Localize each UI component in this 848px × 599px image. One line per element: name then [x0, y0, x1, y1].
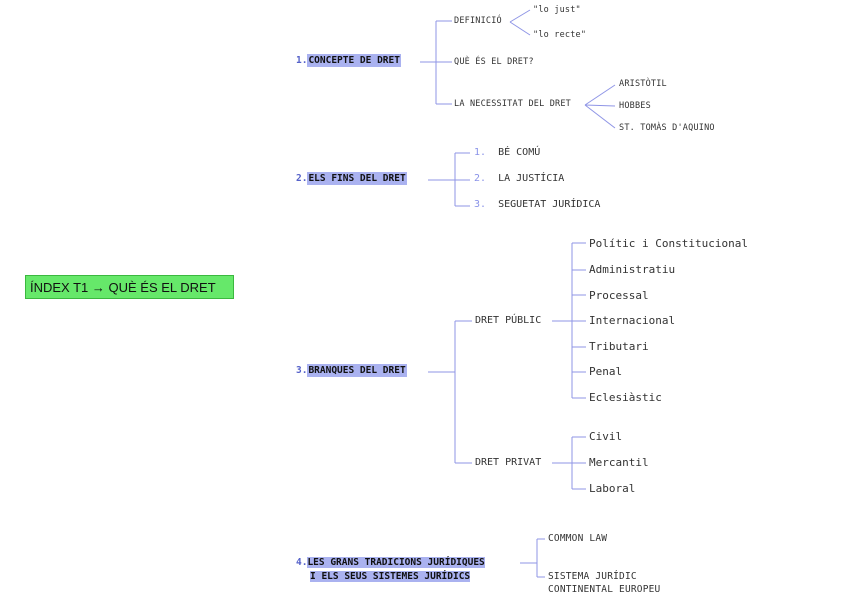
section-2-heading: 2.ELS FINS DEL DRET — [296, 172, 407, 185]
branca-eclesiastic: Eclesiàstic — [589, 391, 662, 404]
common-law-node: COMMON LAW — [548, 533, 608, 544]
sistema-juridic-line1: SISTEMA JURÍDIC — [548, 571, 637, 582]
que-es-el-dret-node: QUÈ ÉS EL DRET? — [454, 57, 534, 67]
section-3-heading: 3.BRANQUES DEL DRET — [296, 364, 407, 377]
dret-privat-node: DRET PRIVAT — [475, 457, 542, 468]
section-2-number: 2. — [296, 173, 308, 184]
branca-penal: Penal — [589, 365, 623, 378]
dret-public-node: DRET PÚBLIC — [475, 315, 542, 326]
branca-internacional: Internacional — [589, 314, 676, 327]
branca-tributari: Tributari — [589, 340, 649, 353]
root-node: ÍNDEX T1 → QUÈ ÉS EL DRET — [25, 275, 234, 299]
fi-2-number: 2. — [474, 173, 487, 184]
branca-civil: Civil — [589, 430, 623, 443]
branca-administratiu: Administratiu — [589, 263, 676, 276]
section-4-number: 4. — [296, 557, 308, 568]
necessitat-node: LA NECESSITAT DEL DRET — [454, 99, 571, 109]
fi-be-comu: 1. BÉ COMÚ — [474, 148, 540, 158]
hobbes-node: HOBBES — [619, 101, 651, 111]
branca-politic: Polític i Constitucional — [589, 237, 748, 250]
section-3-number: 3. — [296, 365, 308, 376]
section-1-heading: 1.CONCEPTE DE DRET — [296, 54, 401, 67]
section-4-title-line1: LES GRANS TRADICIONS JURÍDIQUES — [307, 557, 485, 568]
section-4-heading: 4.LES GRANS TRADICIONS JURÍDIQUES — [296, 557, 485, 568]
section-1-title: CONCEPTE DE DRET — [307, 54, 401, 67]
section-4-title-line2: I ELS SEUS SISTEMES JURÍDICS — [310, 571, 471, 582]
lo-recte-node: "lo recte" — [533, 30, 587, 40]
fi-2-label: LA JUSTÍCIA — [498, 173, 565, 184]
branca-mercantil: Mercantil — [589, 456, 649, 469]
fi-justicia: 2. LA JUSTÍCIA — [474, 174, 564, 184]
section-1-number: 1. — [296, 55, 308, 66]
fi-seguretat: 3. SEGUETAT JURÍDICA — [474, 200, 600, 210]
aristotil-node: ARISTÒTIL — [619, 79, 667, 89]
section-3-title: BRANQUES DEL DRET — [307, 364, 407, 377]
fi-1-number: 1. — [474, 147, 487, 158]
branca-processal: Processal — [589, 289, 649, 302]
tomas-aquino-node: ST. TOMÀS D'AQUINO — [619, 123, 715, 133]
fi-3-number: 3. — [474, 199, 487, 210]
branca-laboral: Laboral — [589, 482, 636, 495]
section-4-title-line2-wrap: I ELS SEUS SISTEMES JURÍDICS — [310, 571, 471, 582]
fi-3-label: SEGUETAT JURÍDICA — [498, 199, 601, 210]
fi-1-label: BÉ COMÚ — [498, 147, 541, 158]
section-2-title: ELS FINS DEL DRET — [307, 172, 407, 185]
definicio-node: DEFINICIÓ — [454, 16, 502, 26]
lo-just-node: "lo just" — [533, 5, 581, 15]
sistema-juridic-line2: CONTINENTAL EUROPEU — [548, 584, 661, 595]
